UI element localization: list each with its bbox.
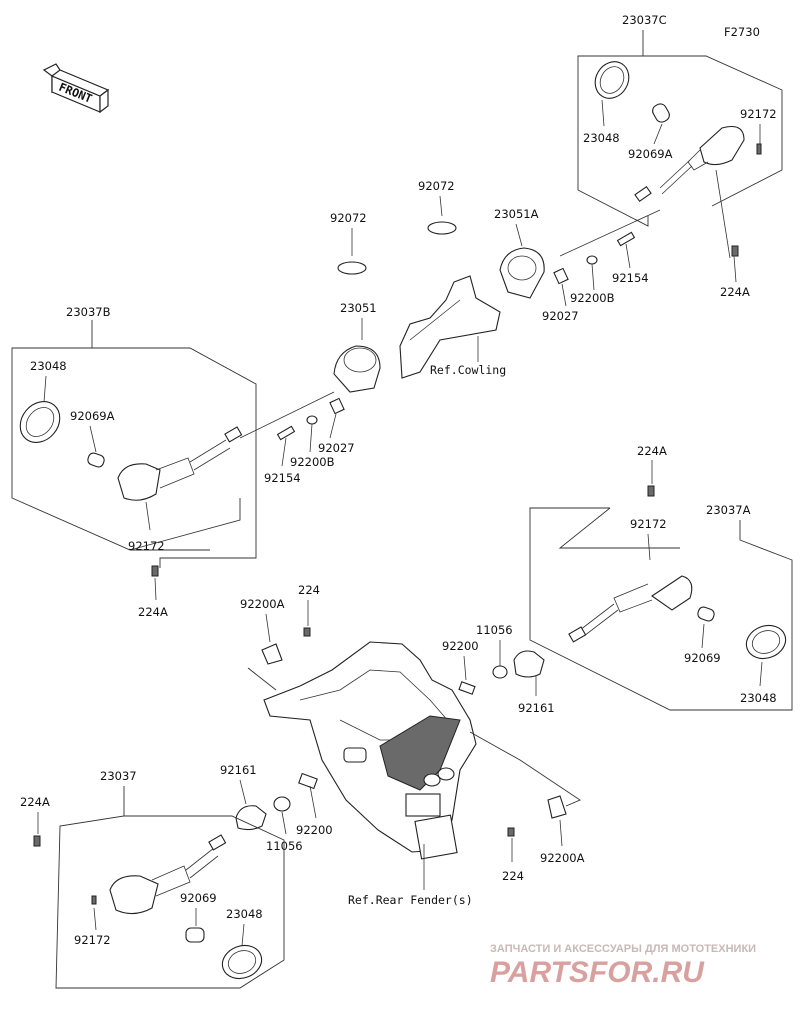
socket-23051A-icon xyxy=(499,247,545,299)
label-92069A: 92069A xyxy=(70,409,115,423)
label-92069A: 92069A xyxy=(628,147,673,161)
watermark: ЗАПЧАСТИ И АКСЕССУАРЫ ДЛЯ МОТОТЕХНИКИ PA… xyxy=(490,943,756,989)
screw-icon xyxy=(276,425,296,441)
assembly-23037B: 23037B 23048 92069A 92172 224A xyxy=(11,305,257,619)
label-23048: 23048 xyxy=(226,907,263,921)
bolt-hole-icon xyxy=(437,767,455,781)
label-92069: 92069 xyxy=(684,651,721,665)
label-92172: 92172 xyxy=(740,107,777,121)
lens-icon xyxy=(19,401,61,443)
bulb-icon xyxy=(87,452,105,468)
reflector-socket-icon xyxy=(343,747,367,763)
label-92172: 92172 xyxy=(630,517,667,531)
bracket-92161-icon xyxy=(513,650,545,678)
label-224: 224 xyxy=(502,869,524,883)
signal-housing-icon xyxy=(699,125,745,166)
label-92154: 92154 xyxy=(264,471,301,485)
label-224A: 224A xyxy=(637,444,667,458)
ref-rear-fender-label: Ref.Rear Fender(s) xyxy=(348,893,473,907)
bulb-icon xyxy=(652,103,670,123)
assembly-label-23037B: 23037B xyxy=(66,305,111,319)
clip-icon xyxy=(427,221,457,235)
assembly-label-23037A: 23037A xyxy=(706,503,751,517)
label-23048: 23048 xyxy=(740,691,777,705)
label-92027: 92027 xyxy=(318,441,355,455)
plate-icon xyxy=(405,793,441,817)
assembly-23037A: 224A 23037A 92172 92069 23048 xyxy=(529,444,793,711)
label-92154: 92154 xyxy=(612,271,649,285)
label-224: 224 xyxy=(298,583,320,597)
lens-icon xyxy=(745,624,787,660)
label-92200: 92200 xyxy=(442,639,479,653)
label-92200A: 92200A xyxy=(540,851,585,865)
bulb-icon xyxy=(697,606,715,622)
label-11056: 11056 xyxy=(476,623,513,637)
clip-icon xyxy=(337,261,367,275)
assembly-23037C: 23037C 23048 92069A 92172 224A xyxy=(577,13,783,299)
label-92172: 92172 xyxy=(128,539,165,553)
label-92200B: 92200B xyxy=(290,455,335,469)
assembly-label-23037: 23037 xyxy=(100,769,137,783)
bracket-icon xyxy=(261,643,283,665)
signal-housing-icon xyxy=(117,463,161,501)
signal-housing-icon xyxy=(651,575,693,611)
center-mount: 92072 92072 23051A 23051 Ref.Cowling 921… xyxy=(239,179,661,485)
label-92072: 92072 xyxy=(418,179,455,193)
lens-icon xyxy=(221,944,263,980)
label-23048: 23048 xyxy=(583,131,620,145)
cowling-bracket-icon xyxy=(399,275,501,379)
watermark-tagline: ЗАПЧАСТИ И АКСЕССУАРЫ ДЛЯ МОТОТЕХНИКИ xyxy=(490,943,756,955)
label-92161: 92161 xyxy=(518,701,555,715)
figure-code: F2730 xyxy=(724,25,760,39)
label-92069: 92069 xyxy=(180,891,217,905)
label-224A: 224A xyxy=(720,285,750,299)
lens-icon xyxy=(594,61,630,99)
label-92200: 92200 xyxy=(296,823,333,837)
grommet-icon xyxy=(492,665,508,679)
label-92027: 92027 xyxy=(542,309,579,323)
label-92200A: 92200A xyxy=(240,597,285,611)
front-arrow-icon: FRONT xyxy=(42,63,110,114)
washer-icon xyxy=(306,415,318,425)
bulb-icon xyxy=(185,927,205,943)
screw-icon xyxy=(616,231,636,247)
assembly-23037: 23037 224A 92172 92069 23048 xyxy=(20,769,285,989)
plate-mount-icon xyxy=(414,814,458,860)
label-92200B: 92200B xyxy=(570,291,615,305)
label-224A: 224A xyxy=(138,605,168,619)
label-23051: 23051 xyxy=(340,301,377,315)
socket-23051-icon xyxy=(333,345,381,393)
collar-icon xyxy=(553,267,569,285)
label-224A: 224A xyxy=(20,795,50,809)
grommet-icon xyxy=(273,796,291,812)
assembly-label-23037C: 23037C xyxy=(622,13,667,27)
bracket-92161-icon xyxy=(235,805,267,831)
bracket-icon xyxy=(547,795,567,819)
label-23051A: 23051A xyxy=(494,207,539,221)
washer-icon xyxy=(586,255,598,265)
label-92072: 92072 xyxy=(330,211,367,225)
bolt-hole-icon xyxy=(423,773,441,787)
label-92172: 92172 xyxy=(74,933,111,947)
ref-cowling-label: Ref.Cowling xyxy=(430,363,506,377)
watermark-brand: PARTSFOR.RU xyxy=(490,956,705,989)
label-92161: 92161 xyxy=(220,763,257,777)
label-23048: 23048 xyxy=(30,359,67,373)
rear-fender: 92200A 224 11056 92200 92161 92161 922 xyxy=(220,583,585,907)
collar-icon xyxy=(329,397,345,415)
signal-housing-icon xyxy=(109,875,159,915)
